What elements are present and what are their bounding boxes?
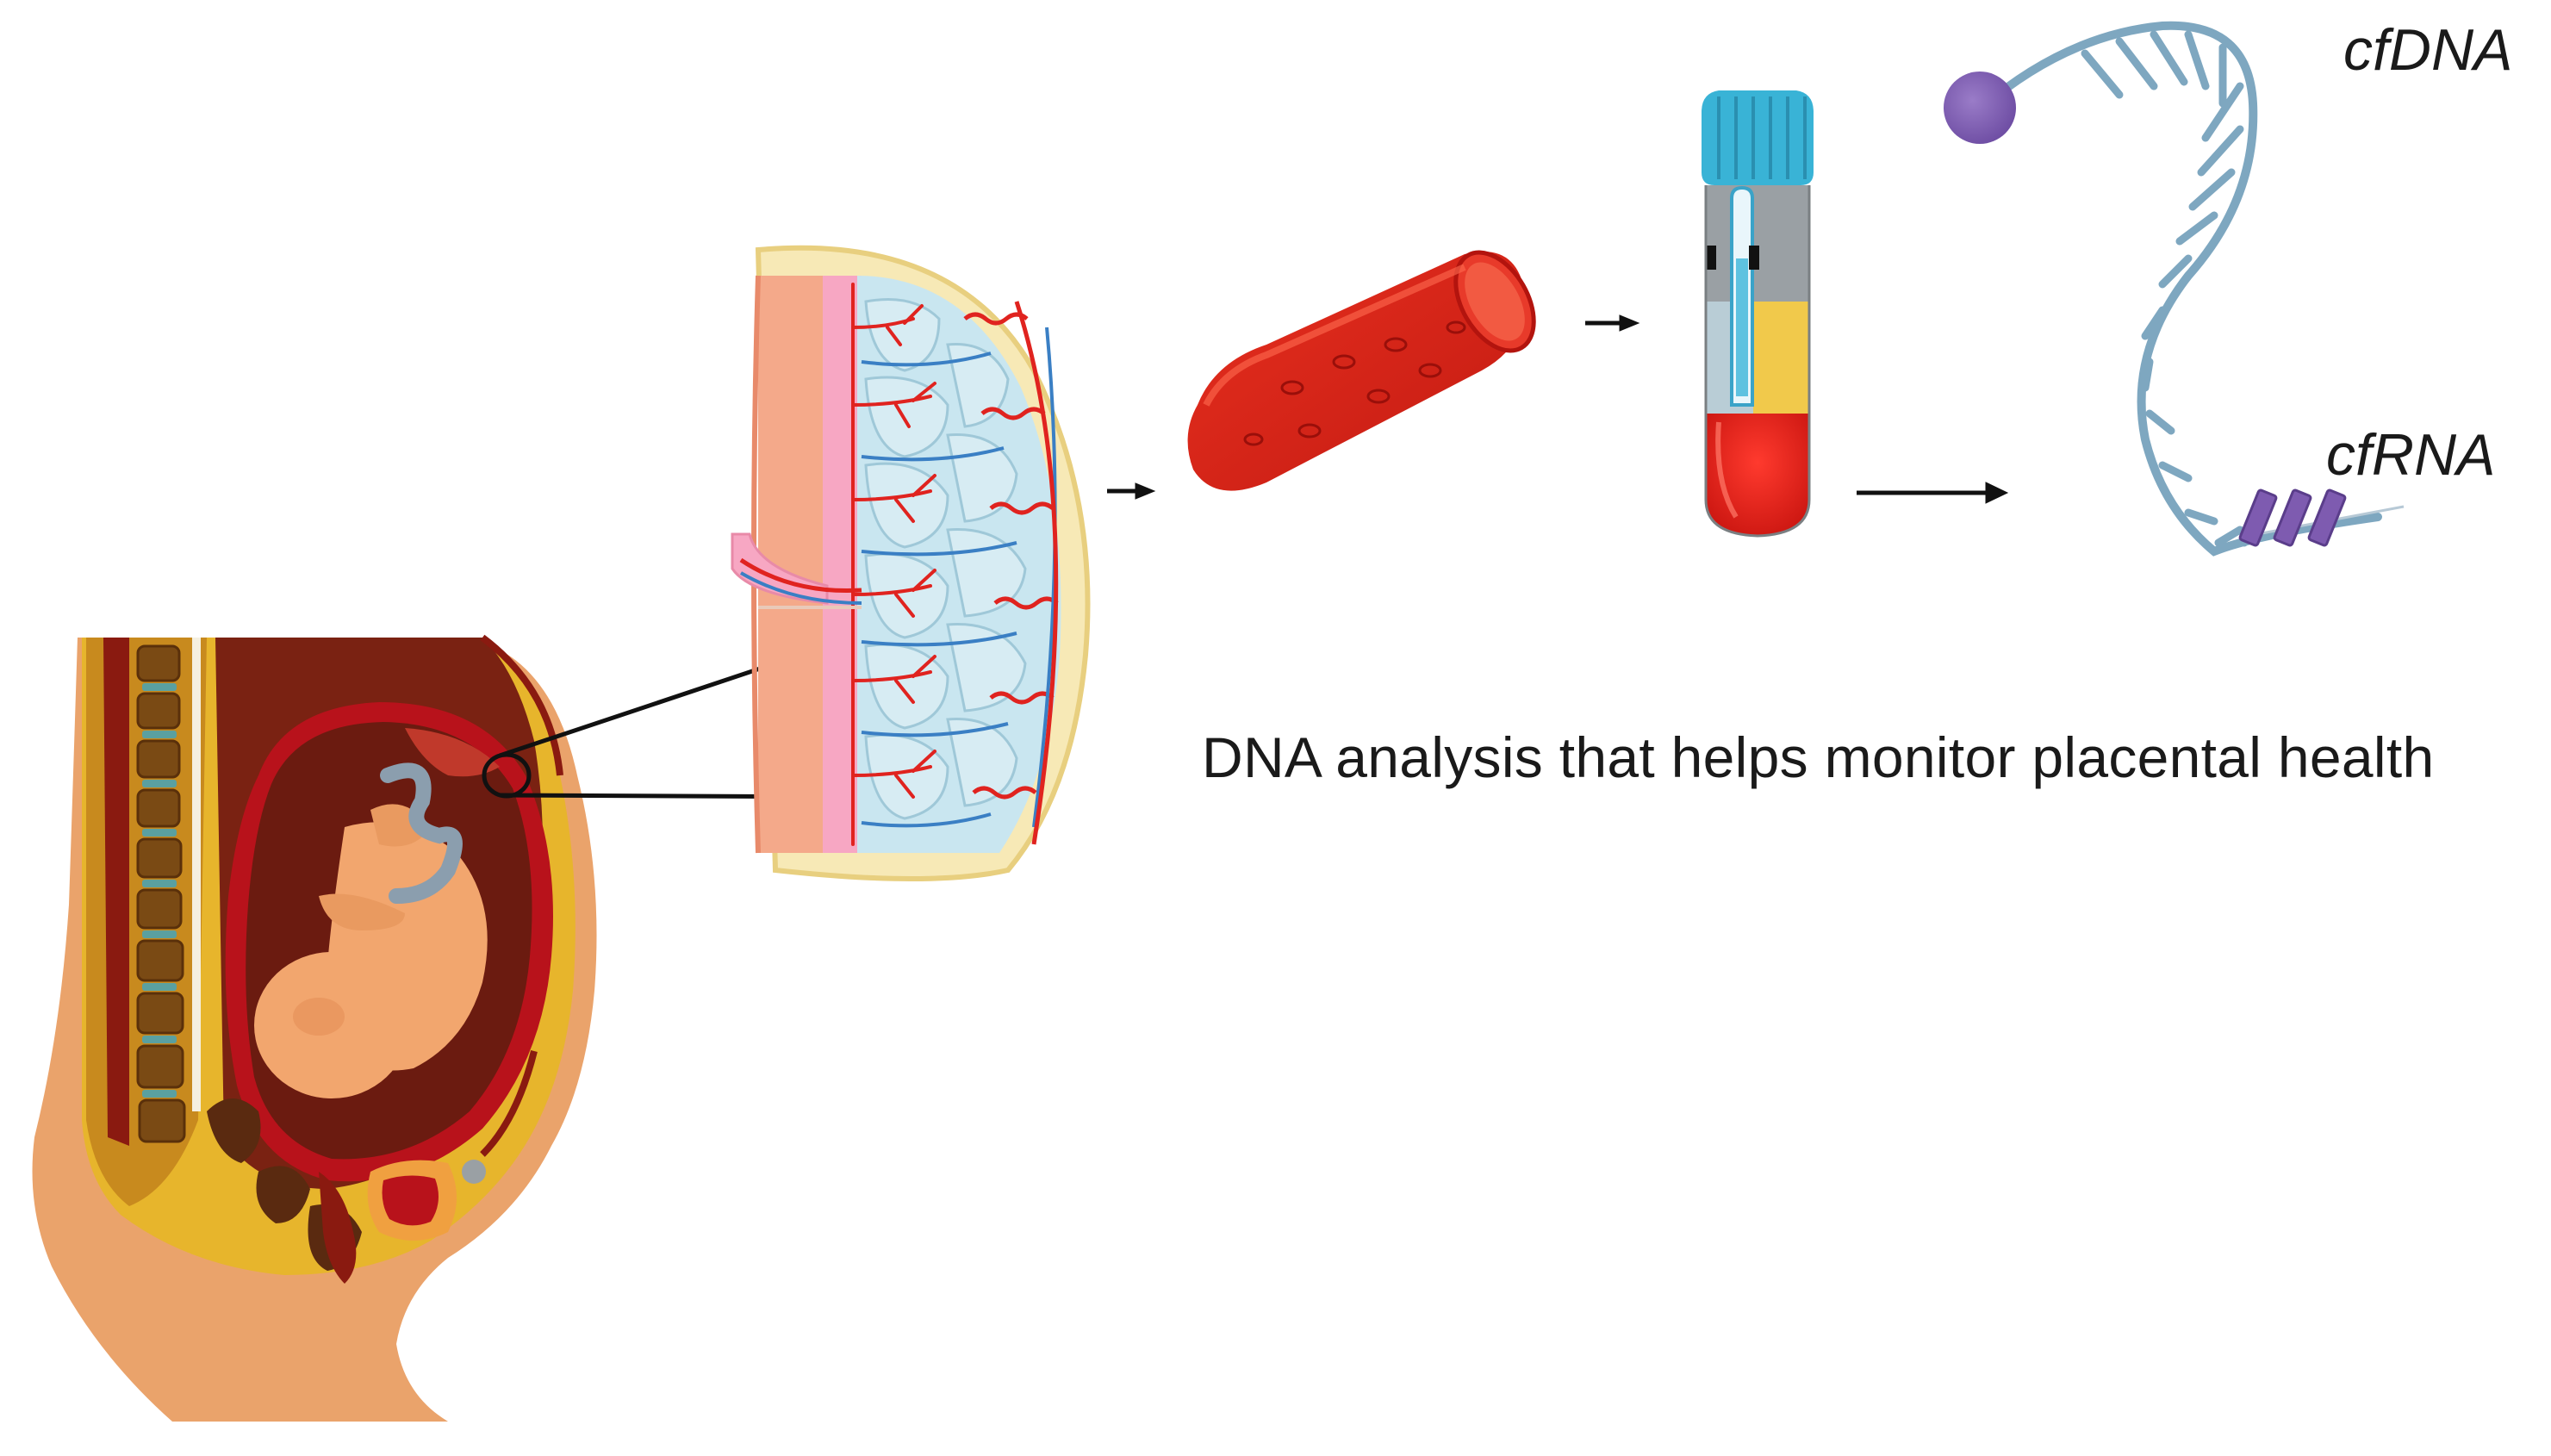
cfdna-label: cfDNA [2343,17,2513,83]
cell-free-nucleic-acid-strand-illustration [1944,21,2405,557]
blood-collection-tube-illustration [1702,90,1814,538]
cfrna-label: cfRNA [2326,422,2496,488]
blood-vessel-segment-illustration [1187,250,1536,491]
flow-arrows [1107,314,2009,504]
pregnant-body-cross-section-illustration [32,634,597,1422]
caption-text: DNA analysis that helps monitor placenta… [1202,725,2435,789]
placenta-cross-section-illustration [731,245,1091,881]
